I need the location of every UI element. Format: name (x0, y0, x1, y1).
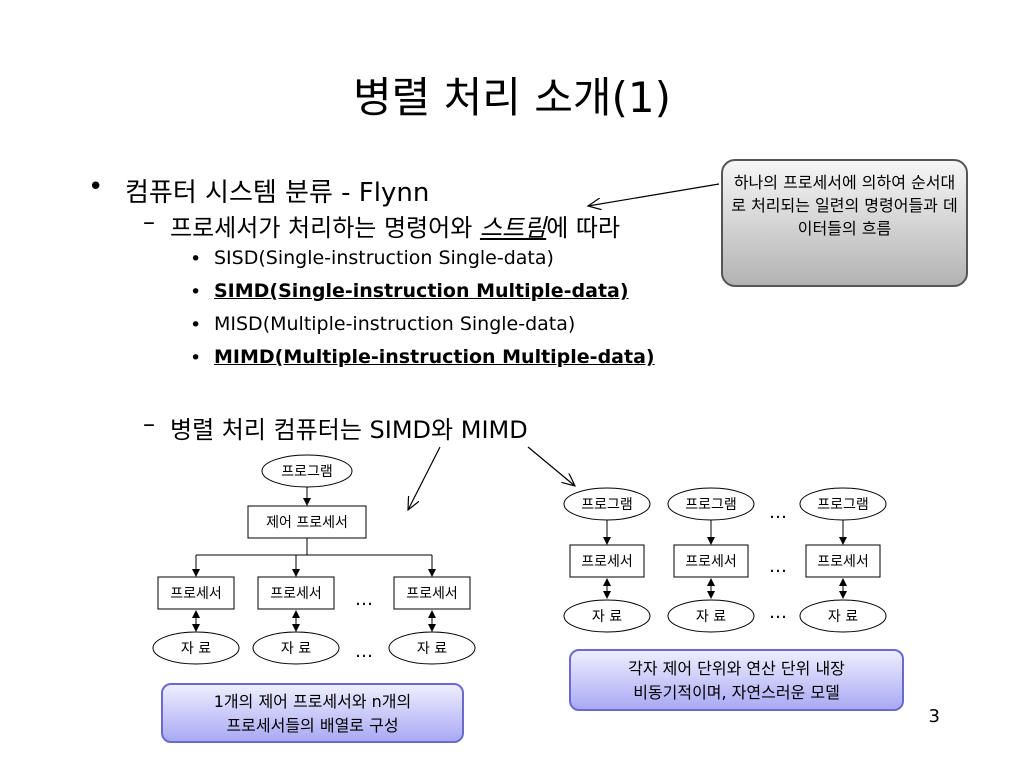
bullet-parallel-computers: 병렬 처리 컴퓨터는 SIMD와 MIMD (170, 416, 528, 444)
simd-control-processor (247, 505, 367, 539)
stream-term: 스트림 (479, 214, 547, 242)
mimd-processor-1 (569, 544, 645, 578)
simd-processor-1 (157, 576, 235, 610)
simd-data-2-label: 자 료 (281, 641, 311, 657)
simd-data-n (388, 631, 476, 665)
bullet-text-post: 에 따라 (546, 214, 621, 242)
bullet-text-pre: 프로세서가 처리하는 명령어와 (170, 214, 480, 242)
simd-processor-1-label: 프로세서 (170, 586, 222, 602)
bullet-misd: MISD(Multiple-instruction Single-data) (214, 313, 576, 335)
simd-processor-n (393, 576, 471, 610)
bullet-sisd: SISD(Single-instruction Single-data) (214, 247, 554, 269)
simd-data-1-label: 자 료 (181, 641, 211, 657)
mimd-data-2-label: 자 료 (696, 609, 726, 625)
bullet-dot: • (88, 172, 104, 202)
sub-bullet-dot: • (190, 347, 202, 369)
mimd-data-n-label: 자 료 (828, 609, 858, 625)
mimd-pointer-arrow (527, 446, 575, 486)
page-number: 3 (928, 706, 940, 727)
bullet-mimd: MIMD(Multiple-instruction Multiple-data) (214, 346, 655, 368)
mimd-ellipsis-processors: … (769, 556, 787, 577)
simd-caption-line2: 프로세서들의 배열로 구성 (226, 716, 399, 735)
simd-ellipsis-processors: … (355, 589, 373, 610)
sub-bullet-dot: • (190, 314, 202, 336)
simd-processor-2 (257, 576, 335, 610)
simd-data-2 (252, 631, 340, 665)
mimd-program-n-label: 프로그램 (817, 497, 869, 513)
simd-processor-2-label: 프로세서 (270, 586, 322, 602)
simd-caption-box: 1개의 제어 프로세서와 n개의 프로세서들의 배열로 구성 (161, 683, 464, 743)
mimd-data-1-label: 자 료 (592, 609, 622, 625)
mimd-program-1-label: 프로그램 (581, 497, 633, 513)
bullet-flynn: 컴퓨터 시스템 분류 - Flynn (125, 178, 430, 208)
stream-definition-callout: 하나의 프로세서에 의하여 순서대로 처리되는 일련의 명령어들과 데이터들의 … (721, 159, 968, 287)
mimd-ellipsis-data: … (769, 602, 787, 623)
mimd-processor-n-label: 프로세서 (817, 554, 869, 570)
mimd-caption-line2: 비동기적이며, 자연스러운 모델 (633, 683, 840, 702)
mimd-caption-box: 각자 제어 단위와 연산 단위 내장 비동기적이며, 자연스러운 모델 (569, 649, 904, 711)
dash-bullet: – (143, 208, 155, 236)
simd-data-n-label: 자 료 (417, 641, 447, 657)
simd-processor-n-label: 프로세서 (406, 586, 458, 602)
bullet-simd: SIMD(Single-instruction Multiple-data) (214, 280, 629, 302)
mimd-processor-2 (673, 544, 749, 578)
simd-pointer-arrow (408, 446, 441, 510)
simd-caption-line1: 1개의 제어 프로세서와 n개의 (213, 692, 412, 711)
sub-bullet-dot: • (190, 248, 202, 270)
mimd-data-n (799, 599, 887, 633)
callout-pointer-arrow (588, 183, 720, 206)
mimd-data-1 (563, 599, 651, 633)
mimd-processor-2-label: 프로세서 (685, 554, 737, 570)
mimd-data-2 (667, 599, 755, 633)
mimd-processor-1-label: 프로세서 (581, 554, 633, 570)
bullet-instruction-stream: 프로세서가 처리하는 명령어와 스트림에 따라 (170, 208, 620, 243)
sub-bullet-dot: • (190, 281, 202, 303)
simd-program-label: 프로그램 (281, 464, 333, 480)
mimd-caption-line1: 각자 제어 단위와 연산 단위 내장 (628, 659, 845, 678)
mimd-processor-n (805, 544, 881, 578)
simd-ellipsis-data: … (355, 641, 373, 662)
mimd-program-2-label: 프로그램 (685, 497, 737, 513)
mimd-ellipsis-programs: … (769, 502, 787, 523)
slide-title: 병렬 처리 소개(1) (352, 73, 672, 122)
dash-bullet: – (143, 410, 155, 438)
simd-control-label: 제어 프로세서 (266, 515, 348, 531)
simd-data-1 (152, 631, 240, 665)
